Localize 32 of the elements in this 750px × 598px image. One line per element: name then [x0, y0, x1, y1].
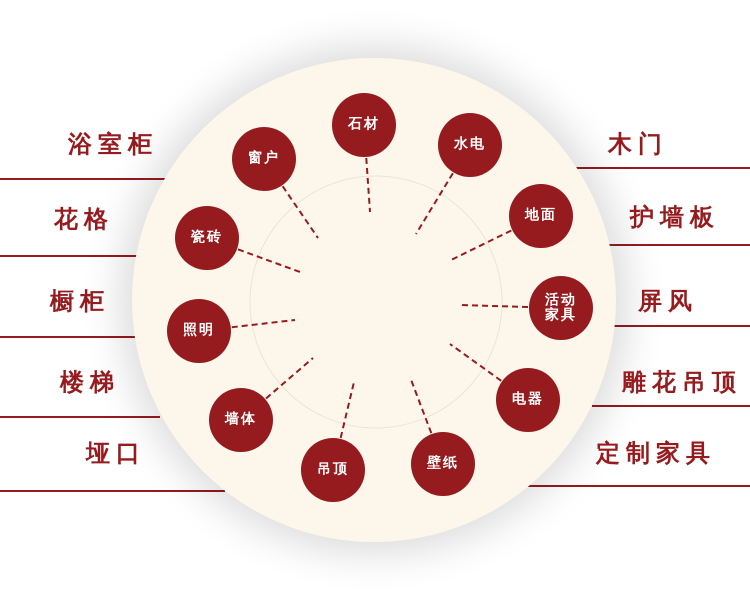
topic-label: 墙体 [225, 412, 257, 428]
category-label: 护墙板 [630, 201, 720, 233]
dashed-connector [340, 382, 355, 438]
category-label: 屏风 [638, 285, 698, 317]
category-label: 橱柜 [50, 285, 110, 317]
dashed-connector [460, 304, 528, 308]
dashed-connector [238, 248, 300, 273]
category-label: 浴室柜 [68, 128, 158, 160]
topic-label: 照明 [183, 323, 215, 339]
category-label: 楼梯 [60, 366, 120, 398]
dashed-connector [232, 319, 296, 328]
category-label: 花格 [54, 203, 114, 235]
topic-label: 活动家具 [544, 292, 578, 324]
dashed-connector [265, 357, 314, 400]
topic-label: 水电 [454, 137, 486, 153]
topic-label: 地面 [525, 208, 557, 224]
topic-label: 石材 [348, 117, 380, 133]
topic-label: 壁纸 [427, 456, 459, 472]
dashed-connector [449, 343, 502, 382]
topic-label: 瓷砖 [191, 230, 223, 246]
topic-label: 窗户 [248, 151, 280, 167]
category-label: 垭口 [86, 437, 146, 469]
category-label: 定制家具 [596, 437, 716, 469]
dashed-connector [365, 158, 371, 212]
topic-label: 吊顶 [317, 462, 349, 478]
dashed-connector [282, 186, 319, 239]
topic-label: 电器 [512, 392, 544, 408]
category-label: 雕花吊顶 [622, 366, 742, 398]
dashed-connector [450, 230, 512, 261]
dashed-connector [415, 172, 454, 235]
category-label: 木门 [608, 128, 668, 160]
dashed-connector [409, 376, 432, 434]
